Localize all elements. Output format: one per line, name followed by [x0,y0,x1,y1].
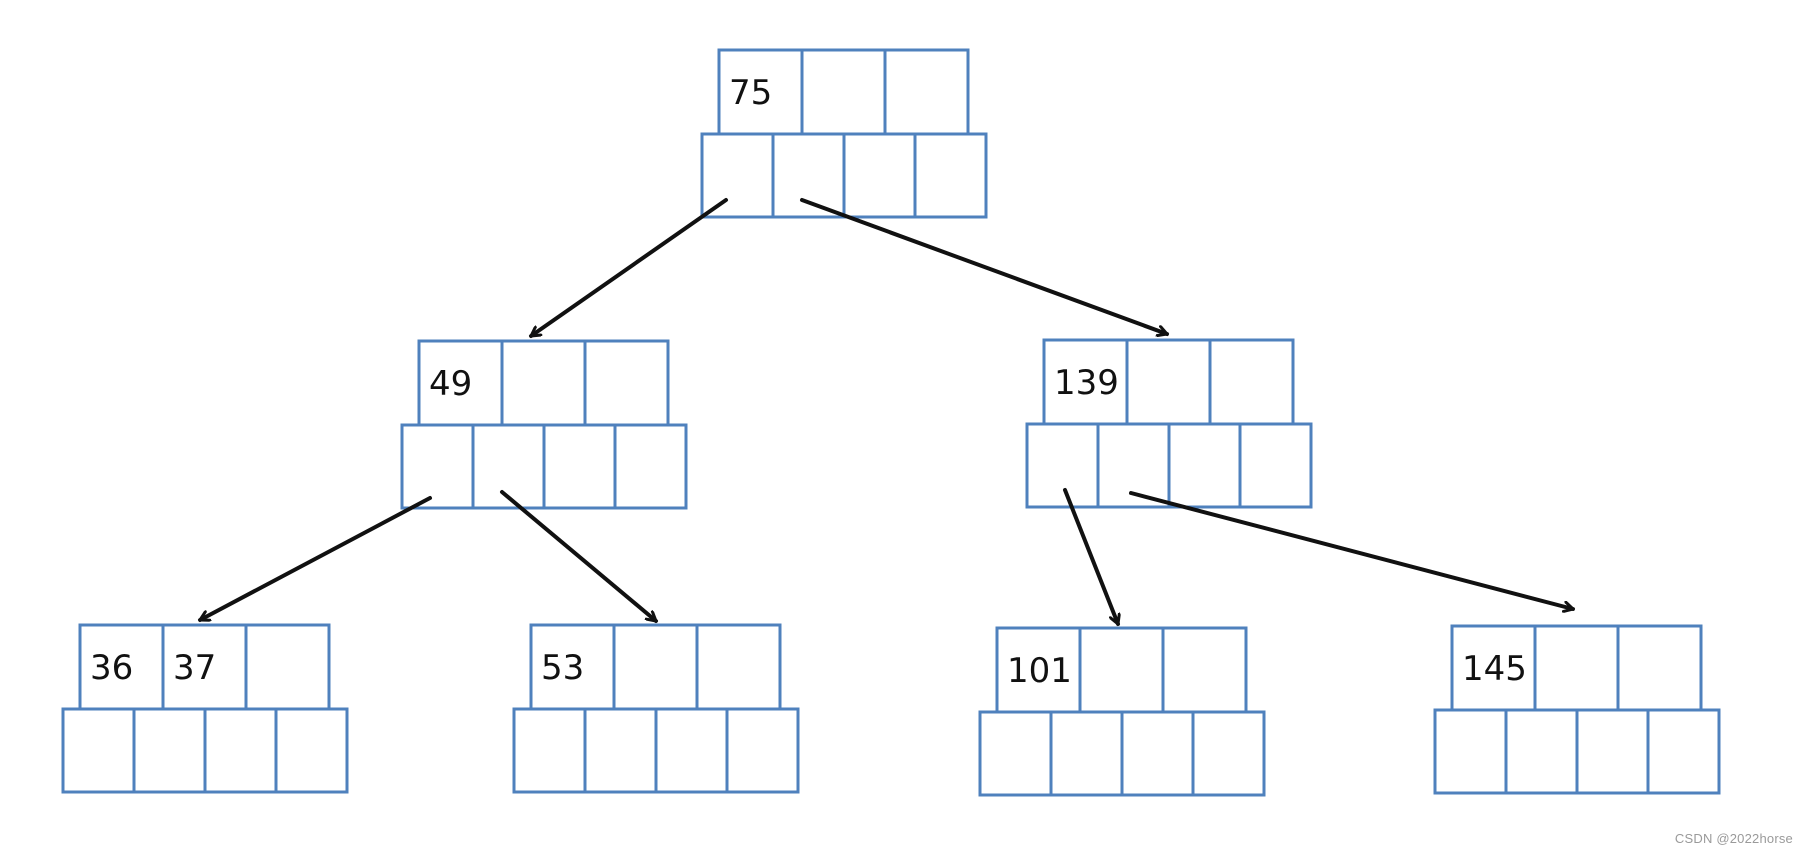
pointer-cell [725,707,800,794]
btree-node-leaf-1: 36 37 [61,623,349,794]
key-cell [244,623,331,711]
pointer-cell [1504,708,1579,795]
pointer-cell [1238,422,1313,509]
key-cell [500,339,587,427]
key-value: 37 [173,648,216,688]
key-cell [1533,624,1620,712]
pointer-cell [1120,710,1195,797]
pointer-cell [771,132,846,219]
pointer-cell [700,132,775,219]
pointer-cell [1167,422,1242,509]
key-value: 75 [729,73,772,113]
pointer-cell [1049,710,1124,797]
key-value: 145 [1462,649,1527,689]
key-value: 101 [1007,651,1072,691]
pointer-cell [471,423,546,510]
btree-node-root: 75 [700,48,988,219]
key-cell [1616,624,1703,712]
pointer-cell [542,423,617,510]
key-cell [883,48,970,136]
pointer-cell [400,423,475,510]
arrow-root-to-left [529,198,728,338]
key-value: 139 [1054,363,1119,403]
pointer-cell [274,707,349,794]
key-cell [717,48,804,136]
btree-node-left: 49 [400,339,688,510]
pointer-cell [203,707,278,794]
key-cell [612,623,699,711]
arrow-right-to-leaf-3 [1063,488,1118,626]
pointer-cell [842,132,917,219]
arrow-root-to-right [800,198,1169,334]
pointer-cell [978,710,1053,797]
pointer-cell [1433,708,1508,795]
pointer-cell [654,707,729,794]
pointer-cell [1191,710,1266,797]
btree-node-leaf-4: 145 [1433,624,1721,795]
key-cell [529,623,616,711]
watermark: CSDN @2022horse [1674,831,1793,846]
key-cell [583,339,670,427]
pointer-cell [512,707,587,794]
nodes-layer: 75 49 139 36 37 53 101 145 [61,48,1721,797]
pointer-cell [61,707,136,794]
pointer-cell [1025,422,1100,509]
pointer-cell [583,707,658,794]
pointer-cell [613,423,688,510]
arrow-left-to-leaf-2 [500,490,658,623]
key-value: 49 [429,364,472,404]
key-cell [800,48,887,136]
btree-node-right: 139 [1025,338,1313,509]
key-value: 36 [90,648,133,688]
arrow-right-to-leaf-4 [1129,491,1575,609]
key-cell [1161,626,1248,714]
pointer-cell [132,707,207,794]
pointer-cell [1096,422,1171,509]
pointer-cell [913,132,988,219]
edges-layer [198,198,1575,626]
btree-node-leaf-3: 101 [978,626,1266,797]
key-cell [78,623,165,711]
pointer-cell [1575,708,1650,795]
key-cell [1208,338,1295,426]
arrow-left-to-leaf-1 [198,496,432,622]
pointer-cell [1646,708,1721,795]
key-cell [1450,624,1537,712]
key-cell [1125,338,1212,426]
key-cell [1078,626,1165,714]
btree-node-leaf-2: 53 [512,623,800,794]
key-cell [695,623,782,711]
key-value: 53 [541,648,584,688]
